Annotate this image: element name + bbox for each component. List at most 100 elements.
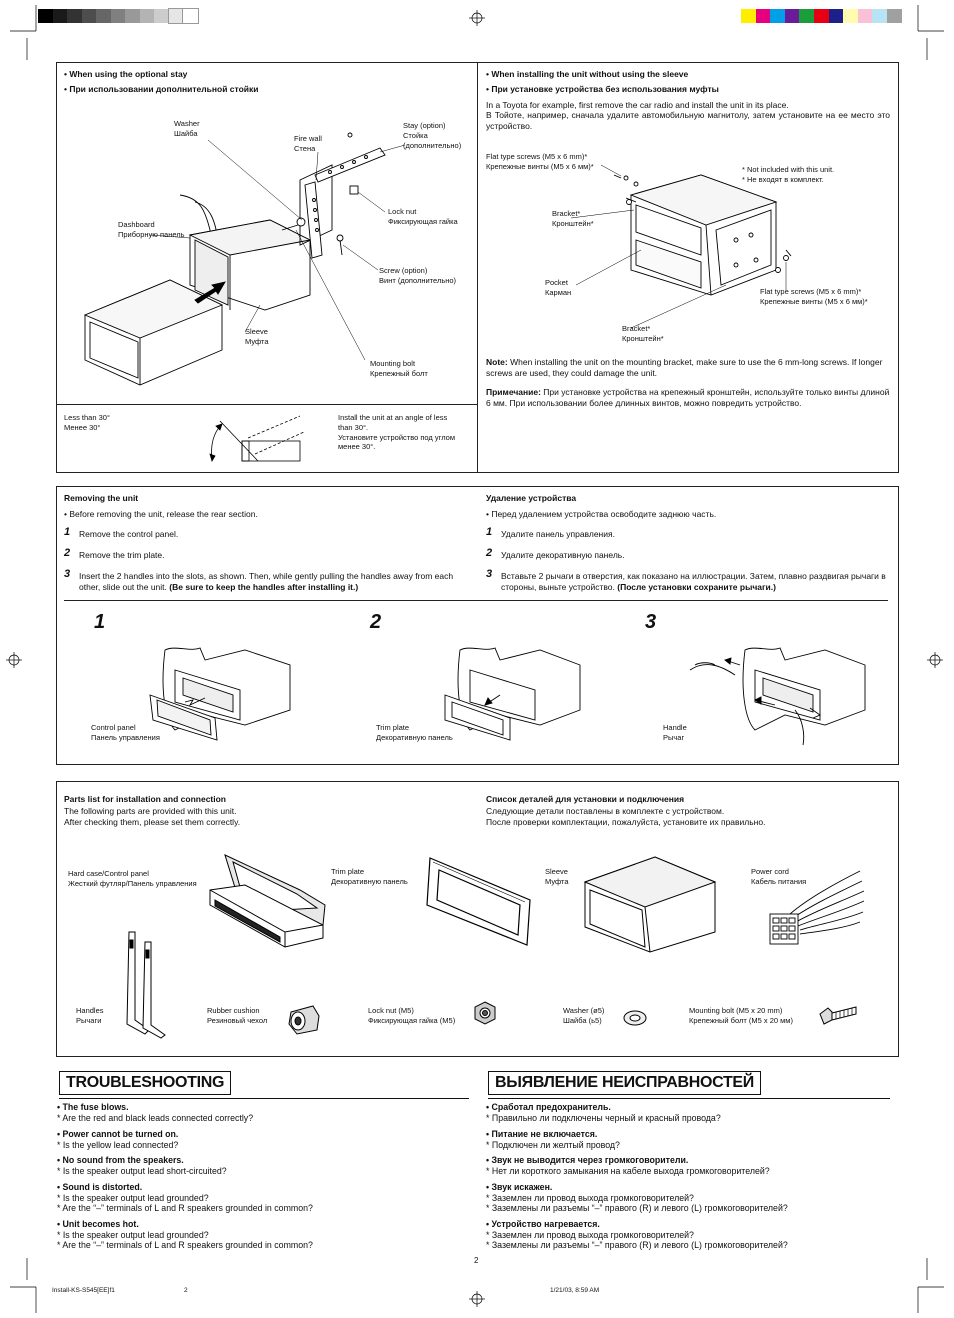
- trim-plate-illustration: [426, 857, 531, 946]
- ts-answer: * Are the “–” terminals of L and R speak…: [57, 1240, 313, 1250]
- color-swatch: [96, 9, 111, 23]
- removing-divider: [64, 600, 888, 601]
- hardcase-illustration: [209, 854, 326, 948]
- color-swatch: [755, 9, 771, 23]
- color-swatch: [799, 9, 814, 23]
- step-2-number-en: 2: [64, 547, 71, 559]
- power-cord-illustration: [769, 870, 865, 945]
- note-en: Note: When installing the unit on the mo…: [486, 357, 883, 379]
- ts-question: • Устройство нагревается.: [486, 1218, 600, 1229]
- lock-nut-illustration: [474, 1001, 496, 1025]
- ts-answer: * Заземлены ли разъемы “–” правого (R) и…: [486, 1203, 788, 1213]
- troubleshooting-title-en: TROUBLESHOOTING: [59, 1071, 232, 1095]
- step-1-number-ru: 1: [486, 526, 493, 538]
- registration-mark-right: [927, 652, 943, 668]
- ts-question: • Звук искажен.: [486, 1181, 553, 1192]
- removing-section: [56, 486, 899, 765]
- sleeve-illustration: [583, 856, 717, 953]
- ts-question: • The fuse blows.: [57, 1102, 129, 1112]
- color-swatch: [154, 9, 169, 23]
- step-3-en: Insert the 2 handles into the slots, as …: [79, 571, 454, 593]
- color-swatch: [814, 9, 829, 23]
- color-swatch: [872, 9, 887, 23]
- color-swatch: [828, 9, 844, 23]
- parts-desc-ru: Следующие детали поставлены в комплекте …: [486, 806, 766, 828]
- color-swatch: [167, 8, 184, 24]
- step-2-number-ru: 2: [486, 547, 493, 559]
- parts-desc-en: The following parts are provided with th…: [64, 806, 241, 828]
- color-swatch: [81, 9, 96, 23]
- removing-title-ru: Удаление устройства: [486, 493, 577, 503]
- ts-question: • Power cannot be turned on.: [57, 1128, 179, 1139]
- page-number: 2: [474, 1256, 479, 1265]
- ts-rule-en: [59, 1098, 469, 1099]
- mounting-bolt-illustration: [819, 1006, 857, 1025]
- toyota-intro-en: In a Toyota for example, first remove th…: [486, 100, 789, 110]
- troubleshooting-title-ru: ВЫЯВЛЕНИЕ НЕИСПРАВНОСТЕЙ: [488, 1071, 762, 1095]
- step-2-en: Remove the trim plate.: [79, 550, 165, 560]
- remove-control-panel-figure: [149, 647, 291, 741]
- remove-trim-plate-figure: [444, 647, 581, 741]
- label-screw: Screw (option)Винт (дополнительно): [379, 266, 457, 285]
- label-flat-screws-1: Flat type screws (M5 x 6 mm)*Крепежные в…: [486, 152, 594, 171]
- color-swatch: [887, 9, 902, 23]
- label-flat-screws-2: Flat type screws (M5 x 6 mm)*Крепежные в…: [760, 287, 868, 306]
- step-2-ru: Удалите декоративную панель.: [501, 550, 625, 560]
- step-1-ru: Удалите панель управления.: [501, 529, 615, 539]
- installation-divider: [477, 62, 478, 473]
- ts-rule-ru: [488, 1098, 890, 1099]
- color-swatch: [38, 9, 53, 23]
- removing-pre-en: • Before removing the unit, release the …: [64, 509, 258, 519]
- color-swatch: [67, 9, 82, 23]
- figure-3-number: 3: [645, 611, 657, 633]
- ts-answer: * Заземлен ли провод выхода громкоговори…: [486, 1192, 694, 1203]
- ts-question: • Сработал предохранитель.: [486, 1102, 611, 1112]
- ts-answer: * Правильно ли подключены черный и красн…: [486, 1113, 721, 1123]
- label-not-included: * Not included with this unit.* Не входя…: [742, 165, 835, 184]
- ts-answer: * Заземлен ли провод выхода громкоговори…: [486, 1229, 694, 1240]
- color-swatch: [182, 8, 199, 24]
- registration-mark-bottom: [469, 1291, 485, 1307]
- color-swatch: [741, 9, 756, 23]
- ts-question: • Sound is distorted.: [57, 1181, 143, 1192]
- step-1-number-en: 1: [64, 526, 71, 538]
- ts-answer: * Is the speaker output lead grounded?: [57, 1192, 209, 1203]
- nosleeve-heading-ru: • При установке устройства без использов…: [486, 84, 719, 94]
- ts-answer: * Are the red and black leads connected …: [57, 1113, 254, 1123]
- color-swatch: [125, 9, 140, 23]
- ts-answer: * Is the speaker output lead grounded?: [57, 1229, 209, 1240]
- part-washer-label: Washer (ø5)Шайба (ь5): [563, 1006, 605, 1025]
- file-name: Install-KS-S545[EE]f1: [52, 1287, 115, 1294]
- part-locknut-label: Lock nut (M5)Фиксирующая гайка (M5): [368, 1006, 456, 1025]
- bracket-diagram: [570, 164, 792, 329]
- ts-answer: * Is the speaker output lead short-circu…: [57, 1166, 227, 1176]
- ts-question: • Звук не выводится через громкоговорите…: [486, 1155, 689, 1165]
- label-less30: Less than 30°Менее 30°: [64, 413, 110, 432]
- color-swatch: [110, 9, 125, 23]
- stay-heading-en: • When using the optional stay: [64, 69, 188, 79]
- parts-title-en: Parts list for installation and connecti…: [64, 794, 226, 804]
- stay-heading-ru: • При использовании дополнительной стойк…: [64, 84, 259, 94]
- parts-title-ru: Список деталей для установки и подключен…: [486, 794, 685, 804]
- step-3-number-ru: 3: [486, 568, 493, 580]
- file-page: 2: [184, 1287, 188, 1294]
- ts-answer: * Подключен ли желтый провод?: [486, 1139, 620, 1150]
- washer-illustration: [623, 1010, 647, 1026]
- optional-stay-diagram: [83, 132, 406, 386]
- angle-divider: [56, 404, 477, 405]
